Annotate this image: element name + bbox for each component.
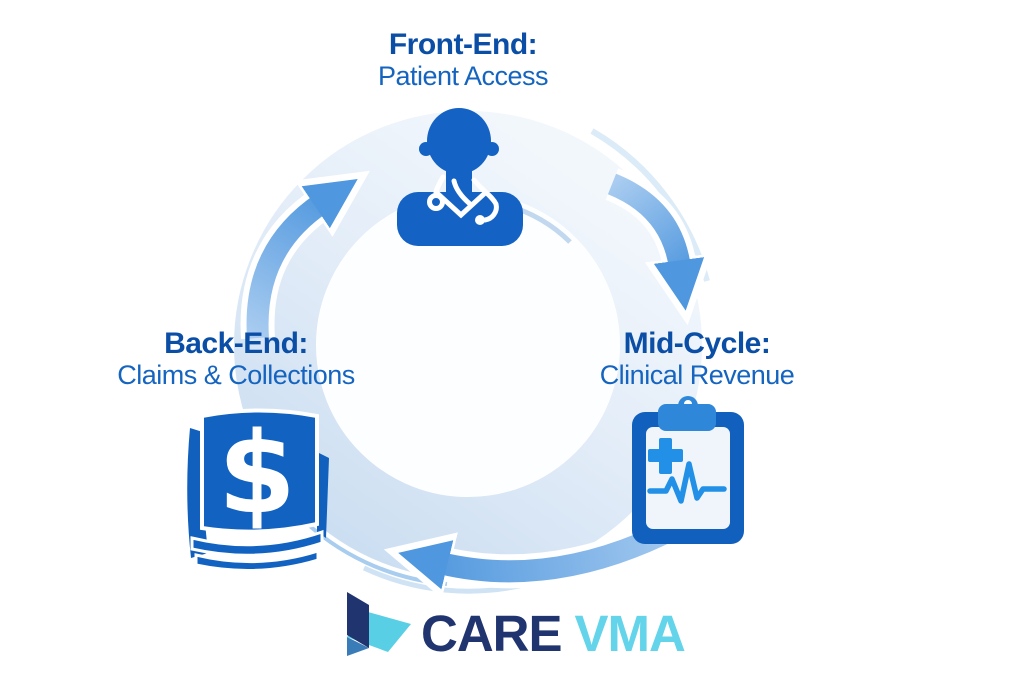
arrow-backend-to-frontend: [246, 179, 358, 339]
doctor-icon: [397, 108, 523, 246]
stage-mid-cycle-subtitle: Clinical Revenue: [599, 360, 795, 390]
stage-front-end-title: Front-End:: [388, 28, 538, 61]
care-vma-logo-mark: [347, 592, 411, 656]
stage-back-end-title: Back-End:: [164, 327, 308, 360]
stage-front-end-subtitle: Patient Access: [377, 61, 549, 91]
medical-clipboard-icon: [632, 396, 744, 544]
stage-back-end: Back-End: Claims & Collections: [57, 327, 415, 391]
logo-text-care: CARE: [421, 605, 563, 662]
dollar-glyph: $: [218, 409, 296, 539]
logo-text-vma: VMA: [574, 605, 686, 662]
stage-front-end: Front-End: Patient Access: [285, 28, 641, 92]
stage-back-end-subtitle: Claims & Collections: [117, 360, 355, 390]
stage-mid-cycle: Mid-Cycle: Clinical Revenue: [517, 327, 877, 391]
stage-mid-cycle-title: Mid-Cycle:: [623, 327, 771, 360]
arrow-frontend-to-midcycle: [607, 173, 705, 311]
dollar-pages-icon: $: [187, 408, 329, 572]
